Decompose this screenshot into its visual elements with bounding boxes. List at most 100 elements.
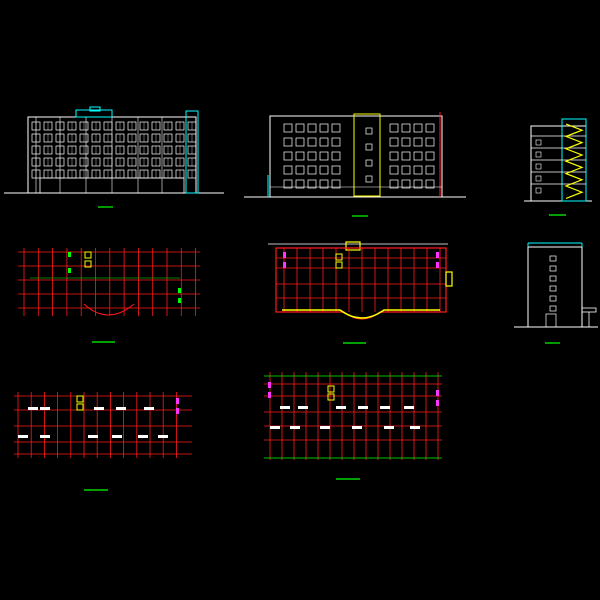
- roof-parapet: [75, 109, 113, 118]
- window: [331, 123, 341, 133]
- window: [331, 179, 341, 189]
- column-marker: [436, 390, 439, 396]
- stair-symbol: [76, 403, 84, 411]
- side-elevation: [514, 242, 598, 344]
- window: [401, 151, 411, 161]
- window: [535, 163, 542, 170]
- room-label: [320, 426, 330, 429]
- curtain-wall: [282, 309, 440, 319]
- room-label: [144, 407, 154, 410]
- stair-symbol: [84, 251, 92, 259]
- window: [389, 165, 399, 175]
- window: [389, 137, 399, 147]
- window: [295, 179, 305, 189]
- window: [413, 179, 423, 189]
- window: [283, 151, 293, 161]
- window: [401, 137, 411, 147]
- stair-symbol: [335, 253, 343, 261]
- window: [401, 165, 411, 175]
- window: [425, 179, 435, 189]
- room-label: [88, 435, 98, 438]
- window: [535, 139, 542, 146]
- window: [549, 265, 557, 272]
- stair-window: [365, 127, 373, 135]
- structural-grid: [18, 248, 200, 316]
- window: [425, 165, 435, 175]
- window: [401, 123, 411, 133]
- room-label: [138, 435, 148, 438]
- door: [545, 313, 557, 328]
- column-marker: [283, 252, 286, 258]
- ground-storefront: [39, 177, 185, 194]
- window: [389, 151, 399, 161]
- window: [331, 151, 341, 161]
- room-label: [18, 435, 28, 438]
- window: [549, 255, 557, 262]
- window: [331, 137, 341, 147]
- window: [307, 151, 317, 161]
- column-marker: [436, 400, 439, 406]
- column-marker: [436, 252, 439, 258]
- stair-core: [353, 113, 381, 197]
- room-label: [112, 435, 122, 438]
- structural-grid: [276, 248, 446, 312]
- window: [319, 123, 329, 133]
- curved-entrance: [83, 303, 135, 316]
- room-label: [116, 407, 126, 410]
- roof-parapet-top: [89, 106, 101, 112]
- window: [283, 137, 293, 147]
- window: [413, 137, 423, 147]
- window: [535, 151, 542, 158]
- rear-elevation: [244, 112, 466, 217]
- window: [307, 123, 317, 133]
- stair-window: [365, 159, 373, 167]
- window: [283, 123, 293, 133]
- window: [307, 137, 317, 147]
- stair-symbol: [327, 393, 335, 401]
- room-label: [358, 406, 368, 409]
- stair-tower: [185, 110, 199, 194]
- stair-symbol: [335, 261, 343, 269]
- room-label: [336, 406, 346, 409]
- window: [307, 165, 317, 175]
- stair-zigzag: [564, 123, 584, 199]
- room-label: [280, 406, 290, 409]
- window: [319, 179, 329, 189]
- window: [295, 123, 305, 133]
- window: [283, 179, 293, 189]
- room-label: [380, 406, 390, 409]
- room-label: [40, 435, 50, 438]
- stair-symbol: [84, 260, 92, 268]
- window: [401, 179, 411, 189]
- window-grid: [270, 123, 442, 189]
- building-outline: [269, 115, 443, 198]
- stair-window: [365, 143, 373, 151]
- entrance-canopy: [345, 241, 361, 251]
- window: [307, 179, 317, 189]
- structural-grid: [264, 372, 442, 460]
- column-marker: [176, 408, 179, 414]
- window: [535, 187, 542, 194]
- column-marker: [436, 262, 439, 268]
- front-elevation: [4, 106, 224, 208]
- window: [295, 151, 305, 161]
- window: [389, 179, 399, 189]
- column-marker: [283, 262, 286, 268]
- typical-floor-plan: [268, 241, 453, 344]
- column-marker: [68, 252, 71, 257]
- window: [413, 165, 423, 175]
- window: [425, 151, 435, 161]
- window: [319, 151, 329, 161]
- room-label: [404, 406, 414, 409]
- column-marker: [178, 288, 181, 293]
- side-exit: [445, 271, 453, 287]
- window: [549, 285, 557, 292]
- window: [295, 165, 305, 175]
- window: [413, 151, 423, 161]
- room-label: [290, 426, 300, 429]
- room-label: [270, 426, 280, 429]
- room-label: [298, 406, 308, 409]
- side-section: [524, 118, 592, 216]
